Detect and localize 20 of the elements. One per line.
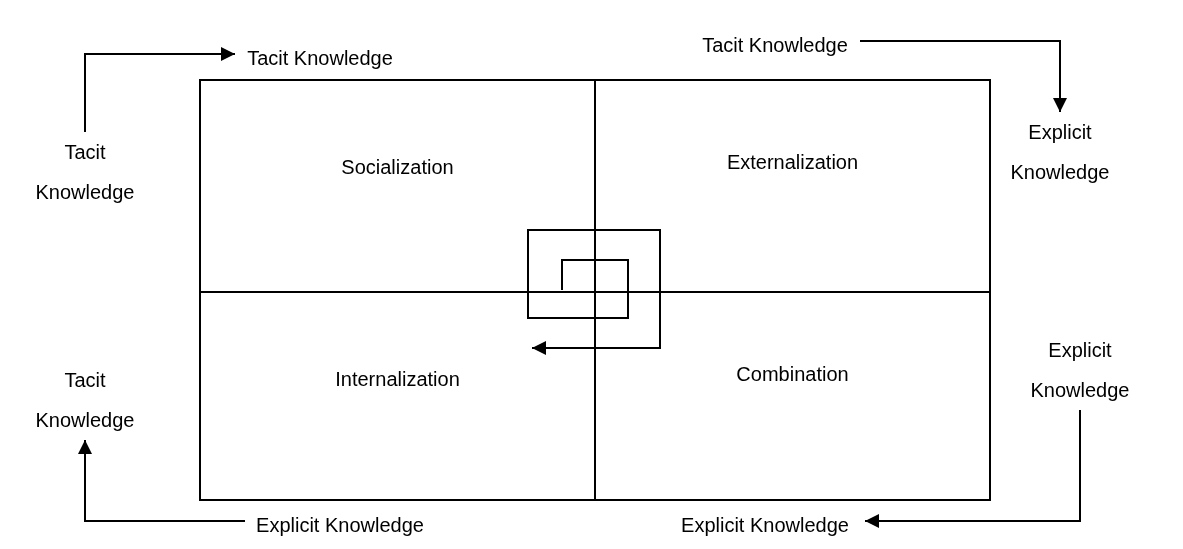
arrow (859, 40, 1067, 113)
knowledge-label: Explicit Knowledge (1020, 330, 1140, 410)
arrow (84, 47, 236, 133)
arrow (78, 439, 246, 522)
knowledge-label: Tacit Knowledge (20, 132, 150, 212)
knowledge-label: Explicit Knowledge (245, 505, 435, 537)
arrow (864, 409, 1081, 528)
quadrant-label: Internalization (334, 368, 461, 391)
knowledge-label: Tacit Knowledge (690, 25, 860, 57)
quadrant-label: Externalization (725, 151, 860, 174)
matrix-quadrant (595, 292, 990, 500)
knowledge-label: Explicit Knowledge (1000, 112, 1120, 192)
quadrant-label: Combination (735, 363, 850, 386)
matrix-quadrant (200, 292, 595, 500)
knowledge-label: Tacit Knowledge (20, 360, 150, 440)
matrix-quadrant (595, 80, 990, 292)
knowledge-label: Explicit Knowledge (665, 505, 865, 537)
quadrant-label: Socialization (340, 156, 455, 179)
knowledge-label: Tacit Knowledge (235, 38, 405, 70)
matrix-quadrant (200, 80, 595, 292)
